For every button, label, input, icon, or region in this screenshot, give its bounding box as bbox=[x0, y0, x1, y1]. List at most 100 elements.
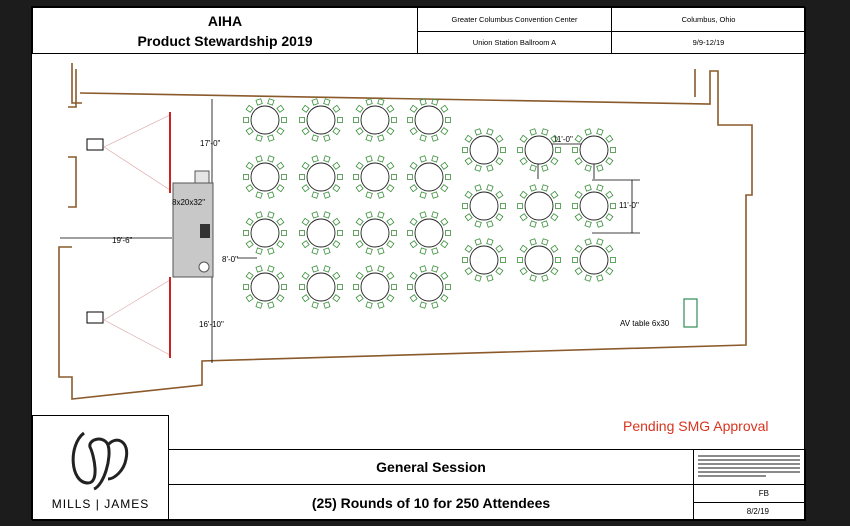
chair bbox=[281, 174, 287, 180]
chair bbox=[596, 128, 604, 136]
chair bbox=[574, 213, 583, 222]
chair bbox=[529, 220, 537, 228]
chair bbox=[596, 238, 604, 246]
chair bbox=[276, 184, 285, 193]
chair bbox=[464, 134, 473, 143]
chair bbox=[332, 240, 341, 249]
chair bbox=[299, 284, 305, 290]
round-table bbox=[517, 238, 561, 282]
podium bbox=[194, 170, 210, 184]
round-tables bbox=[243, 98, 616, 309]
chair bbox=[519, 157, 528, 166]
chair bbox=[500, 147, 506, 153]
chair bbox=[337, 230, 343, 236]
chair bbox=[610, 257, 616, 263]
dim-bottom-gap: 16'-10" bbox=[199, 320, 224, 329]
chair bbox=[431, 301, 439, 309]
chair bbox=[464, 267, 473, 276]
chair bbox=[486, 128, 494, 136]
chair bbox=[353, 117, 359, 123]
round-table bbox=[572, 238, 616, 282]
chair bbox=[301, 161, 310, 170]
mills-james-logo-icon bbox=[71, 431, 128, 491]
chair bbox=[311, 301, 319, 309]
chair bbox=[529, 184, 537, 192]
chair bbox=[605, 267, 614, 276]
chair bbox=[299, 230, 305, 236]
chair bbox=[495, 267, 504, 276]
room-walls bbox=[58, 63, 753, 400]
chair bbox=[419, 211, 427, 219]
chair bbox=[365, 134, 373, 142]
chair bbox=[584, 164, 592, 172]
dim-round-spacing-v: 11'-0" bbox=[619, 201, 639, 210]
projector-icon bbox=[86, 311, 104, 324]
chair bbox=[337, 174, 343, 180]
chair bbox=[555, 203, 561, 209]
chair bbox=[596, 220, 604, 228]
chair bbox=[243, 230, 249, 236]
chair bbox=[574, 134, 583, 143]
round-table bbox=[353, 155, 397, 199]
drawn-by-cell: FB bbox=[693, 484, 806, 503]
chair bbox=[409, 184, 418, 193]
chair bbox=[486, 164, 494, 172]
chair bbox=[495, 134, 504, 143]
chair bbox=[605, 190, 614, 199]
dim-stage-aisle: 8'-0" bbox=[222, 255, 238, 264]
round-table bbox=[407, 98, 451, 142]
chair bbox=[311, 155, 319, 163]
chair bbox=[495, 213, 504, 222]
chair bbox=[255, 211, 263, 219]
chair bbox=[610, 147, 616, 153]
chair bbox=[517, 257, 523, 263]
chair bbox=[255, 191, 263, 199]
chair bbox=[550, 134, 559, 143]
chair bbox=[529, 164, 537, 172]
chair bbox=[323, 191, 331, 199]
chair bbox=[386, 161, 395, 170]
chair bbox=[409, 127, 418, 136]
round-table bbox=[572, 128, 616, 172]
floor-plan-sheet: AIHA Product Stewardship 2019 Greater Co… bbox=[31, 6, 806, 521]
chair bbox=[431, 134, 439, 142]
chair bbox=[610, 203, 616, 209]
chair bbox=[464, 190, 473, 199]
revision-date-cell: 8/2/19 bbox=[693, 502, 806, 521]
chair bbox=[311, 247, 319, 255]
chair bbox=[386, 271, 395, 280]
chair bbox=[301, 294, 310, 303]
chair bbox=[323, 98, 331, 106]
disclaimer-box bbox=[693, 449, 806, 485]
chair bbox=[355, 271, 364, 280]
chair bbox=[500, 257, 506, 263]
chair bbox=[445, 230, 451, 236]
round-table bbox=[407, 155, 451, 199]
av-table-label: AV table 6x30 bbox=[620, 319, 670, 328]
chair bbox=[584, 238, 592, 246]
chair bbox=[355, 294, 364, 303]
chair bbox=[353, 230, 359, 236]
chair bbox=[541, 128, 549, 136]
chair bbox=[365, 301, 373, 309]
round-table bbox=[407, 211, 451, 255]
chair bbox=[419, 98, 427, 106]
chair bbox=[311, 211, 319, 219]
chair bbox=[281, 230, 287, 236]
round-table bbox=[517, 184, 561, 228]
chair bbox=[311, 191, 319, 199]
chair bbox=[276, 161, 285, 170]
chair bbox=[495, 190, 504, 199]
chair bbox=[440, 127, 449, 136]
chair bbox=[332, 127, 341, 136]
chair bbox=[419, 265, 427, 273]
chair bbox=[391, 174, 397, 180]
chair bbox=[281, 117, 287, 123]
chair bbox=[353, 284, 359, 290]
revision-date: 8/2/19 bbox=[746, 507, 769, 516]
chair bbox=[431, 265, 439, 273]
chair bbox=[474, 238, 482, 246]
chair bbox=[377, 301, 385, 309]
chair bbox=[365, 211, 373, 219]
chair bbox=[605, 244, 614, 253]
